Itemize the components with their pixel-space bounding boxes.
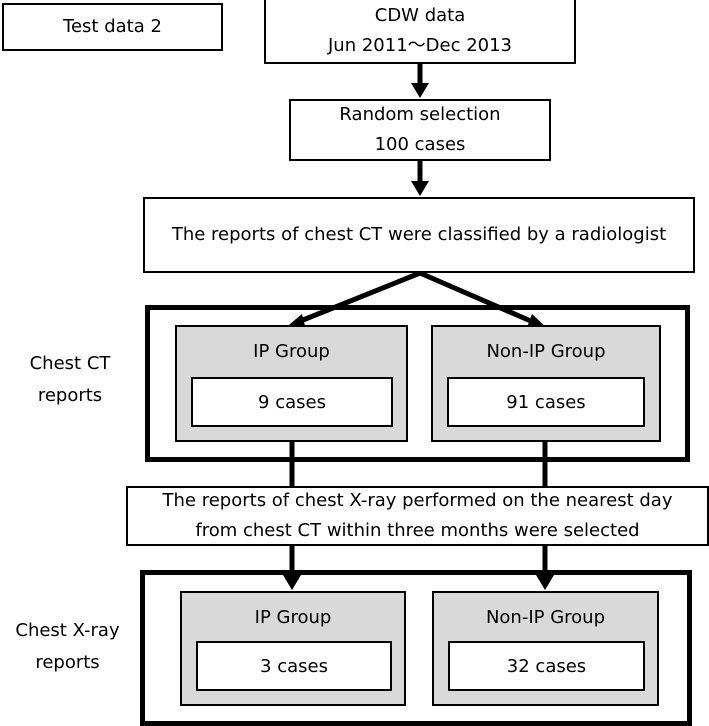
ct-ip-group: IP Group 9 cases <box>175 325 408 442</box>
random-selection-title: Random selection <box>339 104 501 125</box>
chest-xray-label: Chest X-ray reports <box>0 615 135 679</box>
ct-ip-group-count: 9 cases <box>258 391 326 413</box>
ct-nonip-group-title: Non-IP Group <box>486 341 606 362</box>
xray-ip-group: IP Group 3 cases <box>180 591 406 706</box>
ct-nonip-group-count-box: 91 cases <box>447 377 645 427</box>
chest-xray-frame <box>140 570 692 726</box>
classification-box: The reports of chest CT were classified … <box>143 197 695 273</box>
cdw-data-range: Jun 2011〜Dec 2013 <box>327 35 513 56</box>
arrow-classification-to-ct-ip <box>297 270 421 325</box>
ct-ip-group-title: IP Group <box>253 341 330 362</box>
chest-xray-label-line1: Chest X-ray <box>15 620 120 641</box>
xray-nonip-group-count: 32 cases <box>506 655 587 677</box>
ct-nonip-group: Non-IP Group 91 cases <box>431 325 661 442</box>
cdw-data-title: CDW data <box>374 5 466 26</box>
ct-nonip-group-count: 91 cases <box>506 391 586 413</box>
xray-ip-group-title: IP Group <box>254 607 332 628</box>
random-selection-box: Random selection 100 cases <box>289 99 551 161</box>
classification-text: The reports of chest CT were classified … <box>171 224 667 245</box>
chest-ct-label-line2: reports <box>37 385 103 406</box>
xray-nonip-group-count-box: 32 cases <box>448 641 645 691</box>
xray-selection-line2: from chest CT within three months were s… <box>195 520 640 541</box>
chest-ct-label-line1: Chest CT <box>29 353 111 374</box>
xray-nonip-group-title: Non-IP Group <box>485 607 606 628</box>
chest-ct-frame <box>145 305 690 462</box>
test-data-label-text: Test data 2 <box>63 16 162 37</box>
arrowhead-xray-selection-to-ip <box>283 575 301 590</box>
xray-ip-group-count: 3 cases <box>260 655 328 677</box>
xray-selection-line1: The reports of chest X-ray performed on … <box>162 490 673 511</box>
chest-xray-label-line2: reports <box>35 652 100 673</box>
random-selection-count: 100 cases <box>374 134 466 155</box>
xray-ip-group-count-box: 3 cases <box>196 641 392 691</box>
xray-nonip-group: Non-IP Group 32 cases <box>432 591 659 706</box>
arrowhead-cdw-to-selection <box>411 83 429 98</box>
chest-ct-label: Chest CT reports <box>0 348 140 412</box>
xray-selection-box: The reports of chest X-ray performed on … <box>126 486 709 546</box>
arrowhead-xray-selection-to-nonip <box>536 575 554 590</box>
ct-ip-group-count-box: 9 cases <box>191 377 393 427</box>
arrow-classification-to-ct-nonip <box>419 270 534 325</box>
arrowhead-selection-to-classification <box>411 181 429 196</box>
cdw-data-box: CDW data Jun 2011〜Dec 2013 <box>264 0 576 64</box>
test-data-label: Test data 2 <box>2 3 223 51</box>
